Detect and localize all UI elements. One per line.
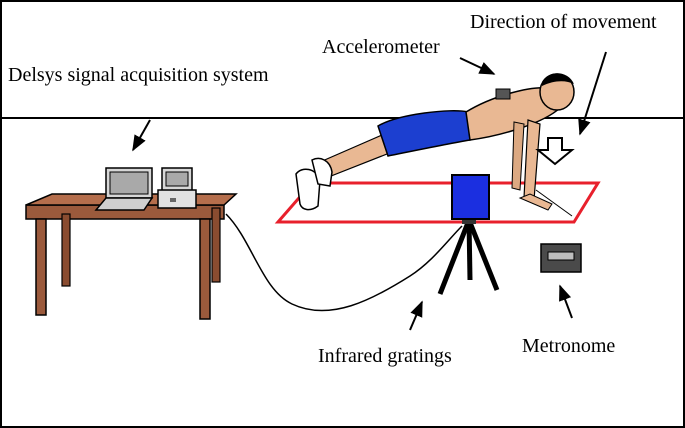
arrow-infrared — [409, 300, 423, 331]
arrow-accelerometer — [459, 57, 496, 75]
acquisition-device-icon — [157, 167, 197, 209]
person-pushup — [295, 73, 575, 211]
label-direction-of-movement: Direction of movement — [470, 11, 657, 33]
arrow-metronome — [559, 284, 573, 319]
label-metronome: Metronome — [522, 335, 616, 357]
infrared-grating-icon — [451, 174, 490, 220]
label-accelerometer: Accelerometer — [322, 36, 440, 58]
label-infrared-gratings: Infrared gratings — [318, 345, 452, 367]
laptop-icon — [94, 167, 154, 211]
signal-cable — [225, 213, 463, 312]
metronome-icon — [540, 243, 582, 273]
movement-down-arrow-icon — [535, 137, 575, 166]
accelerometer-sensor-icon — [495, 88, 511, 100]
label-delsys-system: Delsys signal acquisition system — [8, 64, 269, 86]
arrow-direction — [578, 51, 607, 136]
arrow-delsys — [132, 119, 151, 152]
